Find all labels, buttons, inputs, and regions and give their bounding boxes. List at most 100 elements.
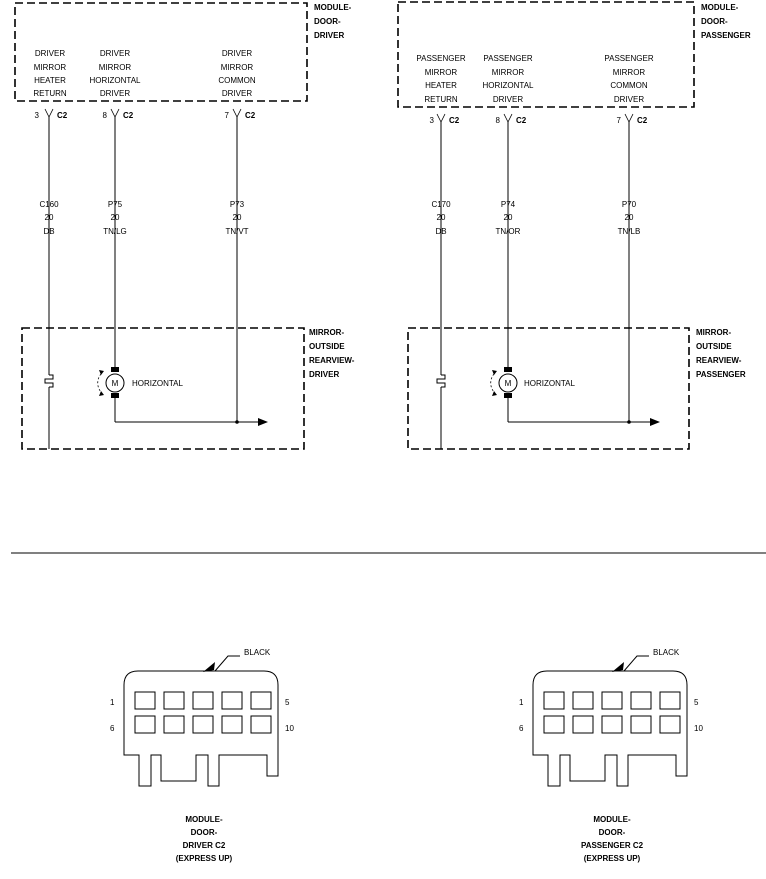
svg-text:C2: C2 (57, 111, 68, 120)
svg-text:TN/LB: TN/LB (618, 227, 641, 236)
svg-text:PASSENGER: PASSENGER (604, 54, 653, 63)
svg-text:HEATER: HEATER (34, 76, 66, 85)
svg-text:C2: C2 (449, 116, 460, 125)
svg-text:20: 20 (437, 213, 446, 222)
svg-text:M: M (505, 379, 512, 388)
svg-text:C2: C2 (123, 111, 134, 120)
leader-arrow-icon (203, 662, 215, 672)
svg-text:C2: C2 (245, 111, 256, 120)
connector-driver-c2: BLACK 1 5 6 10 MODULE- DOOR- DRIVER C2 (… (110, 648, 294, 863)
pin-label: 5 (694, 698, 699, 707)
driver-heater-return-circuit: DRIVER MIRROR HEATER RETURN 3 C2 C160 20… (33, 49, 68, 449)
svg-text:DB: DB (435, 227, 446, 236)
leader-arrow-icon (612, 662, 624, 672)
pin-label: 6 (110, 724, 115, 733)
pin-number: 3 (430, 116, 435, 125)
svg-text:RETURN: RETURN (424, 95, 458, 104)
heater-element (44, 374, 54, 388)
circuit-id: P70 (622, 200, 637, 209)
svg-text:(EXPRESS UP): (EXPRESS UP) (584, 854, 641, 863)
pin-label: 10 (285, 724, 294, 733)
svg-text:TN/VT: TN/VT (225, 227, 248, 236)
svg-text:(EXPRESS UP): (EXPRESS UP) (176, 854, 233, 863)
svg-text:OUTSIDE: OUTSIDE (309, 342, 345, 351)
svg-text:DRIVER: DRIVER (309, 370, 339, 379)
connector-caption: MODULE- (593, 815, 631, 824)
driver-common-circuit: DRIVER MIRROR COMMON DRIVER 7 C2 P73 20 … (218, 49, 256, 424)
svg-text:DRIVER: DRIVER (100, 49, 130, 58)
passenger-module-label: MODULE- (701, 3, 739, 12)
svg-text:HORIZONTAL: HORIZONTAL (90, 76, 142, 85)
svg-text:REARVIEW-: REARVIEW- (696, 356, 742, 365)
svg-text:REARVIEW-: REARVIEW- (309, 356, 355, 365)
heater-element (436, 374, 446, 388)
connector-color: BLACK (653, 648, 680, 657)
svg-text:20: 20 (111, 213, 120, 222)
svg-text:RETURN: RETURN (33, 89, 67, 98)
svg-text:MIRROR: MIRROR (492, 68, 525, 77)
motor-name: HORIZONTAL (524, 379, 576, 388)
splice-dot (235, 420, 239, 424)
svg-text:COMMON: COMMON (610, 81, 648, 90)
svg-text:COMMON: COMMON (218, 76, 256, 85)
driver-module-box (14, 2, 308, 102)
svg-text:DOOR-: DOOR- (191, 828, 218, 837)
pin-number: 3 (35, 111, 40, 120)
svg-text:PASSENGER: PASSENGER (416, 54, 465, 63)
svg-text:20: 20 (233, 213, 242, 222)
svg-text:MIRROR: MIRROR (613, 68, 646, 77)
driver-mirror-label: MIRROR- (309, 328, 344, 337)
passenger-circuit: MODULE- DOOR- PASSENGER PASSENGER MIRROR… (397, 1, 751, 450)
svg-text:DRIVER: DRIVER (222, 89, 252, 98)
connector-body (532, 670, 688, 787)
connector-color: BLACK (244, 648, 271, 657)
svg-text:MIRROR: MIRROR (221, 63, 254, 72)
pin-label: 6 (519, 724, 524, 733)
svg-text:DRIVER: DRIVER (222, 49, 252, 58)
connector-symbol (232, 108, 242, 118)
svg-text:DRIVER: DRIVER (100, 89, 130, 98)
motor-name: HORIZONTAL (132, 379, 184, 388)
circuit-id: C170 (431, 200, 451, 209)
rotation-arrow-icon (97, 373, 102, 393)
connector-symbol (624, 113, 634, 123)
svg-text:MIRROR: MIRROR (99, 63, 132, 72)
pin-number: 8 (496, 116, 501, 125)
svg-text:20: 20 (504, 213, 513, 222)
pin-number: 7 (617, 116, 622, 125)
driver-circuit: MODULE- DOOR- DRIVER DRIVER MIRROR HEATE… (14, 2, 355, 450)
passenger-heater-return-circuit: PASSENGER MIRROR HEATER RETURN 3 C2 C170… (416, 54, 466, 449)
svg-text:TN/OR: TN/OR (496, 227, 521, 236)
motor-icon: M HORIZONTAL (490, 367, 576, 398)
svg-text:DRIVER C2: DRIVER C2 (183, 841, 226, 850)
svg-text:PASSENGER: PASSENGER (483, 54, 532, 63)
svg-text:PASSENGER C2: PASSENGER C2 (581, 841, 644, 850)
driver-module-label: MODULE- (314, 3, 352, 12)
svg-text:MIRROR: MIRROR (425, 68, 458, 77)
passenger-module-box (397, 1, 695, 108)
connector-symbol (503, 113, 513, 123)
arrow-icon (650, 418, 660, 426)
svg-text:DRIVER: DRIVER (35, 49, 65, 58)
circuit-id: C160 (39, 200, 59, 209)
pin-number: 8 (103, 111, 108, 120)
circuit-id: P75 (108, 200, 123, 209)
svg-text:DOOR-: DOOR- (701, 17, 728, 26)
svg-text:DOOR-: DOOR- (314, 17, 341, 26)
pin-label: 10 (694, 724, 703, 733)
svg-text:TN/LG: TN/LG (103, 227, 127, 236)
svg-text:20: 20 (45, 213, 54, 222)
passenger-horizontal-circuit: PASSENGER MIRROR HORIZONTAL DRIVER 8 C2 … (483, 54, 535, 368)
svg-text:OUTSIDE: OUTSIDE (696, 342, 732, 351)
svg-text:HORIZONTAL: HORIZONTAL (483, 81, 535, 90)
connector-passenger-c2: BLACK 1 5 6 10 MODULE- DOOR- PASSENGER C… (519, 648, 703, 863)
motor-icon: M HORIZONTAL (97, 367, 184, 398)
splice-dot (627, 420, 631, 424)
svg-text:C2: C2 (637, 116, 648, 125)
svg-text:PASSENGER: PASSENGER (696, 370, 746, 379)
passenger-common-circuit: PASSENGER MIRROR COMMON DRIVER 7 C2 P70 … (604, 54, 654, 424)
svg-text:DB: DB (43, 227, 54, 236)
svg-text:M: M (112, 379, 119, 388)
svg-text:HEATER: HEATER (425, 81, 457, 90)
